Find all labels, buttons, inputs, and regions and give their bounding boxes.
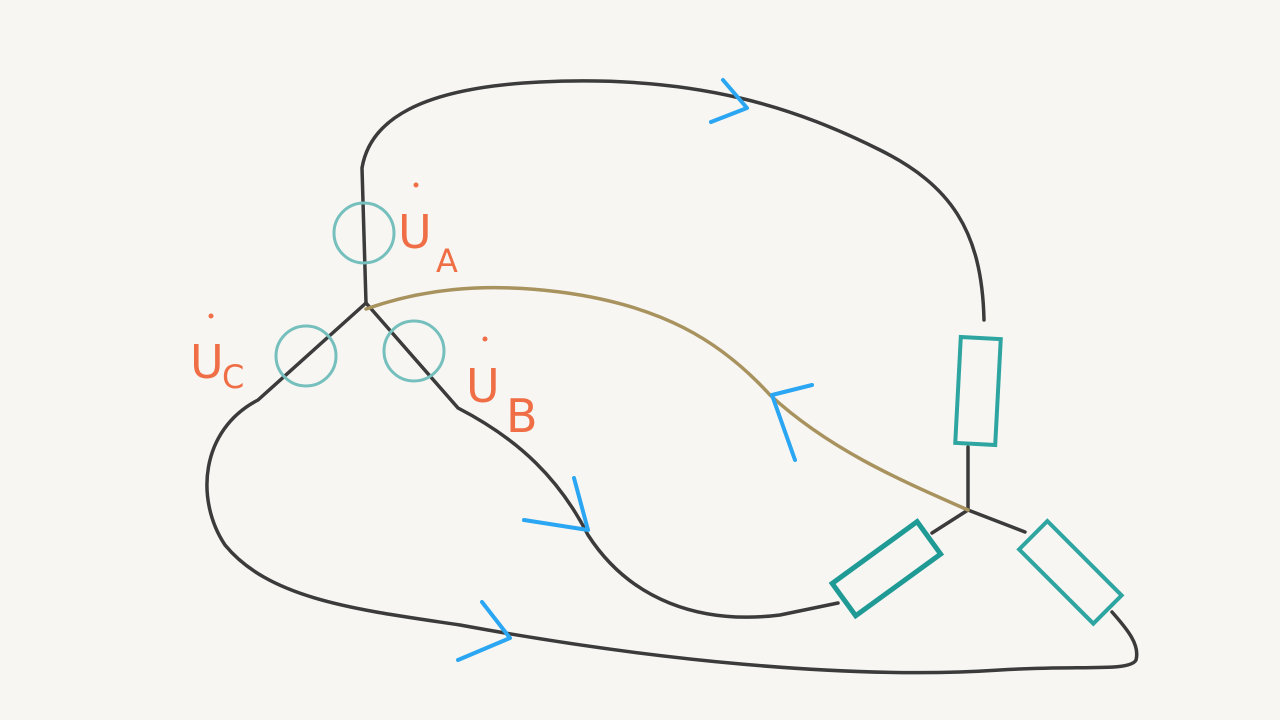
- source-c-symbol: U: [190, 335, 224, 389]
- resistor-c: [1016, 518, 1125, 627]
- source-a-circle: [332, 201, 396, 265]
- source-a-subscript: A: [436, 242, 458, 280]
- neutral-wire: [364, 285, 970, 512]
- phase-b-wire: [364, 301, 840, 619]
- resistor-a: [953, 334, 1003, 448]
- current-arrow-phase-c: [456, 600, 512, 662]
- resistor-b: [828, 518, 945, 620]
- resistor-c-lead-top: [966, 508, 1027, 534]
- phasor-dot-b: [482, 336, 488, 342]
- source-b-label: U B: [466, 336, 538, 443]
- current-arrow-phase-b: [522, 476, 590, 532]
- phase-c-wire: [205, 301, 1139, 675]
- source-a-symbol: U: [398, 205, 432, 259]
- current-arrow-neutral: [770, 383, 814, 462]
- source-b-subscript: B: [506, 389, 538, 443]
- phase-a-wire: [360, 79, 986, 322]
- source-c-subscript: C: [222, 358, 244, 396]
- phasor-dot-c: [208, 313, 214, 319]
- source-b-circle: [382, 319, 446, 383]
- source-c-label: U C: [190, 313, 244, 396]
- resistor-b-lead-top: [930, 508, 970, 535]
- source-c-circle: [274, 324, 338, 388]
- phasor-dot-a: [413, 182, 419, 188]
- source-b-symbol: U: [466, 359, 500, 413]
- current-arrow-phase-a: [709, 78, 749, 124]
- source-a-label: U A: [398, 182, 458, 280]
